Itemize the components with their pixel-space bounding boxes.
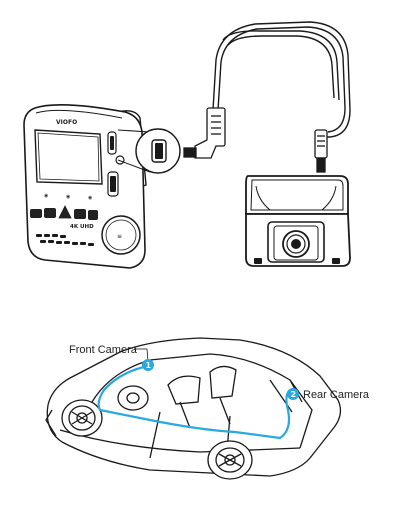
marker-rear-number: 2 xyxy=(291,390,297,399)
port-zoom-callout xyxy=(117,128,181,174)
rear-camera-label: Rear Camera xyxy=(303,389,370,401)
front-camera-marker: 1 xyxy=(142,359,154,371)
front-camera-unit: VIOFO ◉ ◉ ◉ 4K UHD xyxy=(23,104,147,269)
uhd-badge: 4K UHD xyxy=(70,224,94,230)
emergency-icon xyxy=(58,205,72,219)
marker-front-number: 1 xyxy=(146,361,152,370)
car-illustration xyxy=(45,337,342,480)
front-camera-label: Front Camera xyxy=(69,344,138,356)
svg-text:◉: ◉ xyxy=(88,195,92,201)
svg-text:≡: ≡ xyxy=(117,233,122,240)
svg-text:◉: ◉ xyxy=(66,194,70,200)
rear-camera-cable xyxy=(212,21,351,138)
rear-cable-plug xyxy=(314,129,328,173)
rear-camera-marker: 2 xyxy=(287,388,299,400)
front-cable-plug xyxy=(183,107,226,159)
svg-text:◉: ◉ xyxy=(44,193,48,199)
mic-puck xyxy=(101,215,141,255)
cable-route xyxy=(97,364,291,440)
brand-label: VIOFO xyxy=(56,119,77,126)
control-buttons xyxy=(30,205,98,220)
rear-camera-unit xyxy=(245,175,351,267)
speaker-grille xyxy=(36,234,94,246)
